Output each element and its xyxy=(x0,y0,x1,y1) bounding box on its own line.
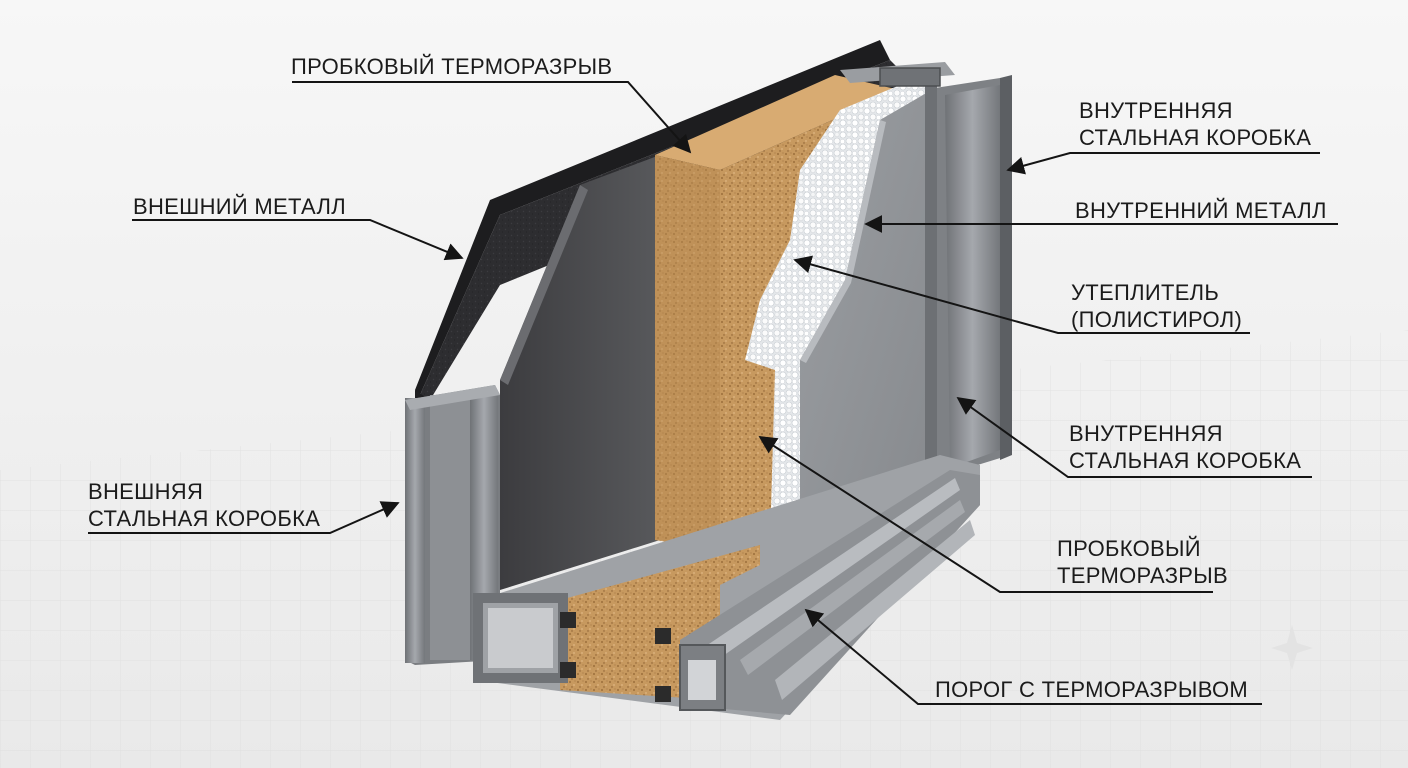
leader-inner-box-top xyxy=(1006,152,1320,175)
label-cork-top: ПРОБКОВЫЙ ТЕРМОРАЗРЫВ xyxy=(291,54,613,79)
inner-metal-panel xyxy=(800,88,935,550)
leader-insulation xyxy=(793,255,1250,334)
label-outer-metal: ВНЕШНИЙ МЕТАЛЛ xyxy=(133,194,346,219)
label-inner-box-bottom: ВНУТРЕННЯЯ СТАЛЬНАЯ КОРОБКА xyxy=(1069,421,1302,473)
label-inner-box-top: ВНУТРЕННЯЯ СТАЛЬНАЯ КОРОБКА xyxy=(1079,98,1312,150)
inner-steel-box xyxy=(840,62,1012,475)
leader-threshold xyxy=(804,608,1262,705)
label-cork-bottom: ПРОБКОВЫЙ ТЕРМОРАЗРЫВ xyxy=(1057,536,1229,588)
label-threshold: ПОРОГ С ТЕРМОРАЗРЫВОМ xyxy=(935,677,1248,702)
middle-metal-panel xyxy=(500,155,660,590)
sparkle-icon xyxy=(1271,625,1313,670)
leader-inner-box-bottom xyxy=(956,396,1312,478)
label-outer-box: ВНЕШНЯЯ СТАЛЬНАЯ КОРОБКА xyxy=(88,479,321,531)
label-inner-metal: ВНУТРЕННИЙ МЕТАЛЛ xyxy=(1075,198,1327,223)
leader-outer-box xyxy=(88,501,400,534)
label-insulation: УТЕПЛИТЕЛЬ (ПОЛИСТИРОЛ) xyxy=(1071,280,1243,332)
leader-lines xyxy=(88,81,1338,705)
leader-outer-metal xyxy=(132,219,464,261)
leader-cork-bottom xyxy=(758,436,1213,593)
leader-cork-top xyxy=(292,81,692,154)
